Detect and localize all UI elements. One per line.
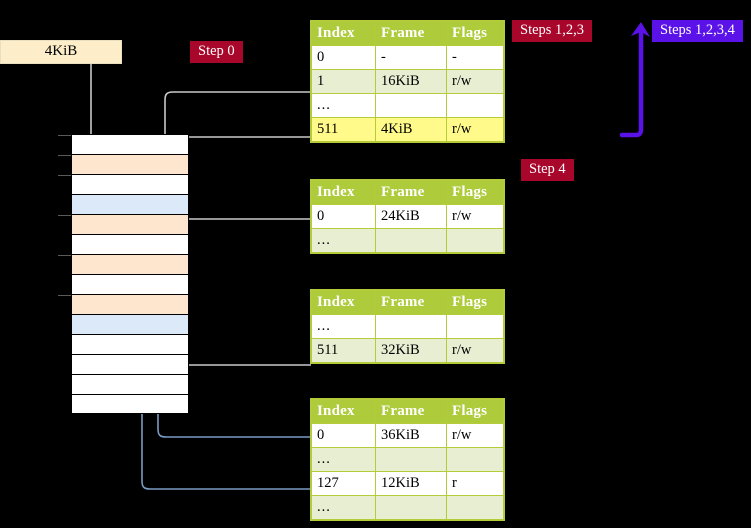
memory-frame-row — [71, 194, 189, 214]
cell-index: 0 — [311, 45, 376, 70]
frame-tick — [58, 255, 71, 256]
cell-index: ... — [311, 228, 376, 253]
table-row[interactable]: 0 36KiB r/w — [311, 423, 504, 448]
cell-frame: 16KiB — [375, 69, 447, 94]
cell-index: 511 — [311, 338, 376, 363]
cell-frame: 36KiB — [375, 423, 447, 448]
table-row[interactable]: ... — [311, 314, 504, 339]
table-header-row: Index Frame Flags — [311, 21, 504, 46]
column-header-frame: Frame — [375, 399, 447, 424]
memory-frame-row — [58, 134, 189, 154]
cell-frame — [375, 93, 447, 118]
frame-tick — [58, 135, 71, 136]
frame-tick — [58, 155, 71, 156]
page-table-level-2: Index Frame Flags 0 24KiB r/w ... — [311, 180, 504, 253]
cell-flags: r/w — [446, 69, 504, 94]
page-table-level-1: Index Frame Flags 0 - - 1 16KiB r/w ... … — [311, 21, 504, 142]
connector-pt4-row0-to-frame — [147, 320, 311, 438]
cell-flags — [446, 495, 504, 520]
memory-frame-row — [58, 254, 189, 274]
cell-frame: 24KiB — [375, 204, 447, 229]
connector-pt2-row0-to-frame — [175, 218, 311, 269]
memory-frame-row — [71, 374, 189, 394]
column-header-index: Index — [311, 21, 376, 46]
table-row[interactable]: ... — [311, 447, 504, 472]
cell-flags — [446, 447, 504, 472]
memory-frame-row — [71, 234, 189, 254]
badge-steps-123: Steps 1,2,3 — [512, 20, 593, 42]
table-header-row: Index Frame Flags — [311, 290, 504, 315]
table-row[interactable]: ... — [311, 93, 504, 118]
cell-index: ... — [311, 93, 376, 118]
cell-frame: 32KiB — [375, 338, 447, 363]
connector-pt3-511-to-frame — [167, 305, 311, 366]
cell-frame: 12KiB — [375, 471, 447, 496]
cell-index: ... — [311, 447, 376, 472]
frame-tick — [58, 295, 71, 296]
memory-frame-row — [71, 354, 189, 374]
cell-flags — [446, 228, 504, 253]
table-row[interactable]: 1 16KiB r/w — [311, 69, 504, 94]
frame-tick — [58, 175, 71, 176]
connector-pt4-row127-to-frame — [131, 205, 311, 490]
cell-index: 511 — [311, 117, 376, 142]
table-row[interactable]: ... — [311, 228, 504, 253]
cell-flags: - — [446, 45, 504, 70]
column-header-flags: Flags — [446, 399, 504, 424]
column-header-frame: Frame — [375, 290, 447, 315]
column-header-flags: Flags — [446, 180, 504, 205]
column-header-frame: Frame — [375, 180, 447, 205]
column-header-index: Index — [311, 399, 376, 424]
table-row[interactable]: 0 - - — [311, 45, 504, 70]
table-header-row: Index Frame Flags — [311, 180, 504, 205]
memory-frame-row — [58, 154, 189, 174]
cell-flags: r/w — [446, 423, 504, 448]
table-header-row: Index Frame Flags — [311, 399, 504, 424]
cell-index: 0 — [311, 204, 376, 229]
memory-frame-row — [58, 214, 189, 234]
cell-frame — [375, 228, 447, 253]
memory-frame-row — [58, 174, 189, 194]
cell-frame — [375, 495, 447, 520]
cell-flags: r/w — [446, 117, 504, 142]
cell-frame: 4KiB — [375, 117, 447, 142]
cell-flags: r/w — [446, 204, 504, 229]
table-row[interactable]: 0 24KiB r/w — [311, 204, 504, 229]
memory-frame-row — [71, 274, 189, 294]
memory-frame-row — [71, 334, 189, 354]
table-row[interactable]: 127 12KiB r — [311, 471, 504, 496]
table-row-highlighted[interactable]: 511 4KiB r/w — [311, 117, 504, 142]
column-header-index: Index — [311, 180, 376, 205]
cell-frame: - — [375, 45, 447, 70]
column-header-index: Index — [311, 290, 376, 315]
cell-flags: r/w — [446, 338, 504, 363]
cell-index: ... — [311, 495, 376, 520]
table-row[interactable]: ... — [311, 495, 504, 520]
badge-steps-1234: Steps 1,2,3,4 — [652, 20, 743, 42]
cell-frame — [375, 447, 447, 472]
cell-index: 0 — [311, 423, 376, 448]
cell-index: 127 — [311, 471, 376, 496]
cell-index: 1 — [311, 69, 376, 94]
cell-frame — [375, 314, 447, 339]
memory-frame-row — [71, 314, 189, 334]
cell-flags: r — [446, 471, 504, 496]
table-row[interactable]: 511 32KiB r/w — [311, 338, 504, 363]
column-header-flags: Flags — [446, 21, 504, 46]
steps-bracket-arrow — [619, 22, 650, 138]
memory-frame-row — [58, 294, 189, 314]
frame-tick — [58, 215, 71, 216]
cell-flags — [446, 93, 504, 118]
badge-step-4: Step 4 — [521, 159, 574, 181]
column-header-flags: Flags — [446, 290, 504, 315]
cell-flags — [446, 314, 504, 339]
badge-step-0: Step 0 — [190, 41, 243, 63]
page-table-level-4: Index Frame Flags 0 36KiB r/w ... 127 12… — [311, 399, 504, 520]
page-table-level-3: Index Frame Flags ... 511 32KiB r/w — [311, 290, 504, 363]
cell-index: ... — [311, 314, 376, 339]
memory-frame-row — [71, 394, 189, 414]
column-header-frame: Frame — [375, 21, 447, 46]
size-label-4kib: 4KiB — [0, 40, 122, 64]
connector-pt1-row1-to-frame — [164, 91, 311, 162]
